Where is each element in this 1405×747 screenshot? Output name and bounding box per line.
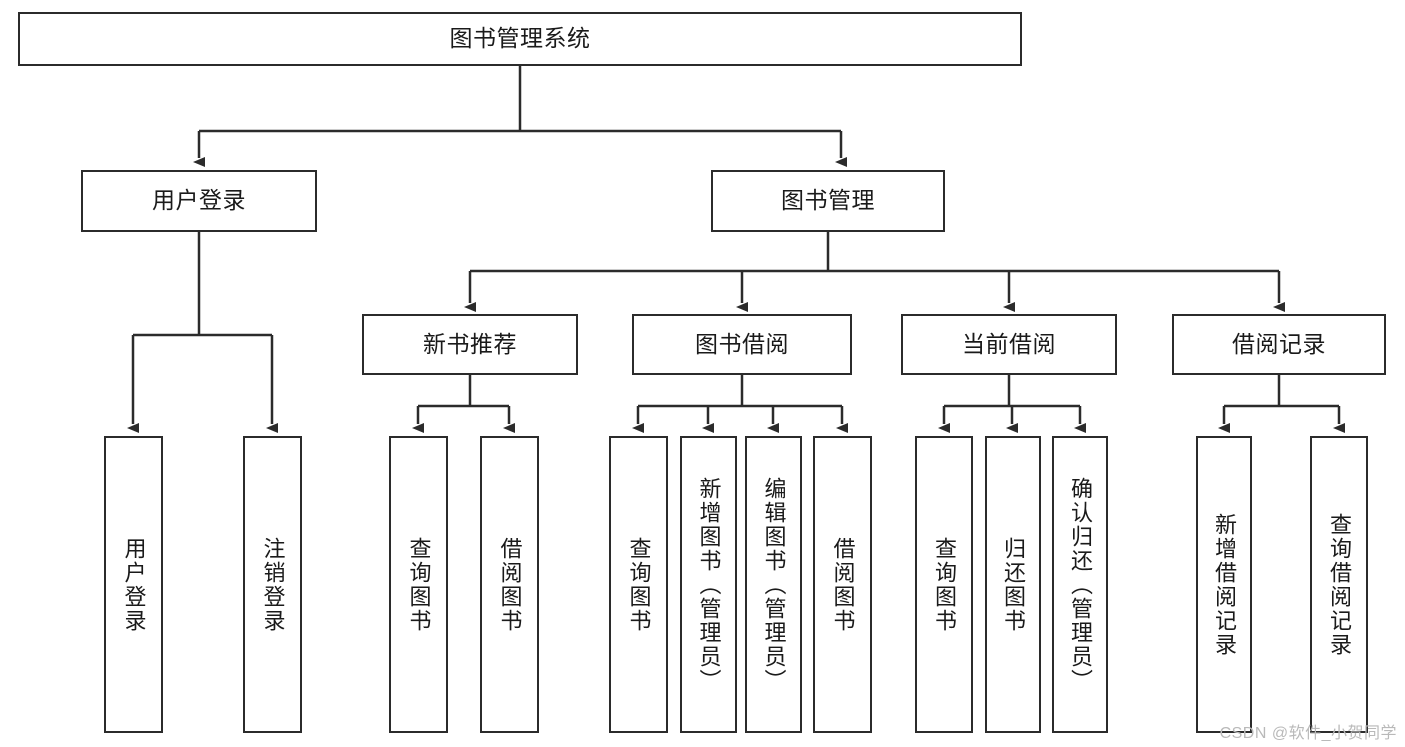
leaf-book-borrow-edit[interactable]: 编辑图书（管理员） (745, 436, 802, 733)
node-book-borrow-label: 图书借阅 (695, 330, 789, 357)
leaf-new-book-query[interactable]: 查询图书 (389, 436, 448, 733)
node-current-borrow[interactable]: 当前借阅 (901, 314, 1117, 375)
leaf-label: 用户登录 (121, 536, 147, 633)
node-current-borrow-label: 当前借阅 (962, 330, 1056, 357)
node-user-login-label: 用户登录 (152, 187, 246, 214)
leaf-user-login-logout[interactable]: 注销登录 (243, 436, 302, 733)
leaf-current-borrow-query[interactable]: 查询图书 (915, 436, 973, 733)
leaf-label: 查询借阅记录 (1326, 512, 1352, 657)
node-root[interactable]: 图书管理系统 (18, 12, 1022, 66)
leaf-label: 新增图书（管理员） (696, 476, 722, 693)
leaf-new-book-borrow[interactable]: 借阅图书 (480, 436, 539, 733)
leaf-current-borrow-return[interactable]: 归还图书 (985, 436, 1041, 733)
leaf-label: 借阅图书 (497, 536, 523, 633)
node-user-login[interactable]: 用户登录 (81, 170, 317, 232)
leaf-label: 借阅图书 (830, 536, 856, 633)
leaf-label: 查询图书 (931, 536, 957, 633)
node-borrow-record[interactable]: 借阅记录 (1172, 314, 1386, 375)
node-book-management[interactable]: 图书管理 (711, 170, 945, 232)
node-book-management-label: 图书管理 (781, 187, 875, 214)
leaf-current-borrow-confirm[interactable]: 确认归还（管理员） (1052, 436, 1108, 733)
watermark: CSDN @软件_小贺同学 (1219, 725, 1397, 742)
leaf-book-borrow-borrow[interactable]: 借阅图书 (813, 436, 872, 733)
leaf-borrow-record-query[interactable]: 查询借阅记录 (1310, 436, 1368, 733)
leaf-borrow-record-add[interactable]: 新增借阅记录 (1196, 436, 1252, 733)
leaf-label: 注销登录 (260, 536, 286, 633)
leaf-label: 查询图书 (626, 536, 652, 633)
node-root-label: 图书管理系统 (449, 25, 591, 52)
node-new-book-recommend-label: 新书推荐 (423, 330, 517, 357)
leaf-label: 新增借阅记录 (1211, 512, 1237, 657)
leaf-label: 编辑图书（管理员） (761, 476, 787, 693)
leaf-book-borrow-add[interactable]: 新增图书（管理员） (680, 436, 737, 733)
leaf-label: 确认归还（管理员） (1067, 476, 1093, 693)
leaf-user-login-login[interactable]: 用户登录 (104, 436, 163, 733)
leaf-label: 归还图书 (1000, 536, 1026, 633)
leaf-label: 查询图书 (406, 536, 432, 633)
node-borrow-record-label: 借阅记录 (1232, 330, 1326, 357)
node-book-borrow[interactable]: 图书借阅 (632, 314, 852, 375)
node-new-book-recommend[interactable]: 新书推荐 (362, 314, 578, 375)
leaf-book-borrow-query[interactable]: 查询图书 (609, 436, 668, 733)
